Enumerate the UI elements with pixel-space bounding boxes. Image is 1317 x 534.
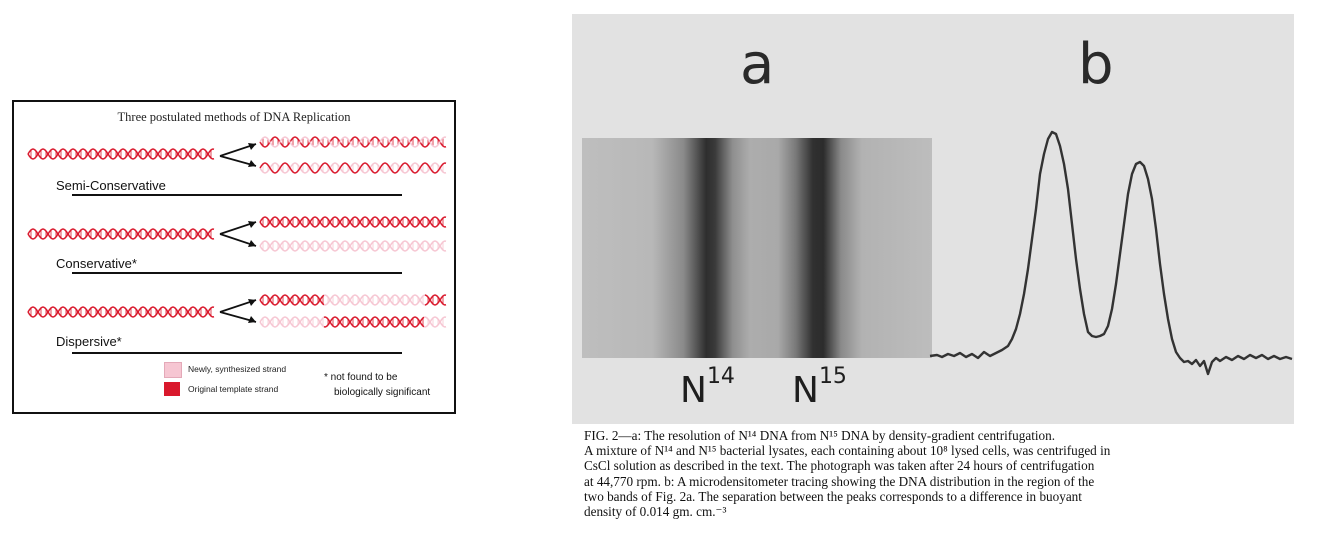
diagram-title: Three postulated methods of DNA Replicat… [117,110,351,124]
band-photograph [582,138,932,358]
isotope-letter: N [792,370,819,411]
conservative-illustration [27,216,447,252]
divider [72,272,402,274]
band-label-n14: N14 [680,364,735,411]
legend-swatch-original-strand [164,382,180,396]
daughter-helix-top [259,294,447,306]
figure-caption: FIG. 2—a: The resolution of N¹⁴ DNA from… [584,428,1304,519]
dispersive-illustration [27,294,447,328]
footnote-line-2: biologically significant [334,387,431,398]
parent-helix [27,148,215,160]
divider [72,352,402,354]
caption-line: density of 0.014 gm. cm.⁻³ [584,504,727,520]
panel-label-b: b [1078,32,1114,97]
legend-label-original-strand: Original template strand [188,384,279,394]
densitometer-trace [929,130,1293,376]
daughter-helix-top [259,216,447,228]
daughter-helix-bottom [259,240,447,252]
legend-label-new-strand: Newly, synthesized strand [188,364,287,374]
isotope-mass: 14 [706,364,735,389]
daughter-helix-bottom [259,316,447,328]
dna-replication-diagram: Three postulated methods of DNA Replicat… [12,100,456,414]
centrifugation-figure: a b N14 N15 [572,14,1294,424]
daughter-helix-top [259,136,447,148]
caption-line: FIG. 2—a: The resolution of N¹⁴ DNA from… [584,428,1056,443]
arrow-icon [219,221,257,247]
footnote-line-1: * not found to be [324,372,398,383]
parent-helix [27,306,215,318]
footnote: * not found to be biologically significa… [324,370,454,400]
caption-line: CsCl solution as described in the text. … [584,458,1095,474]
legend-swatch-new-strand [164,362,182,378]
method-label-dispersive: Dispersive* [56,334,122,349]
divider [72,194,402,196]
parent-helix [27,228,215,240]
arrow-icon [219,299,257,323]
semi-conservative-illustration [27,136,447,174]
band-label-n15: N15 [792,364,847,411]
isotope-letter: N [680,370,707,411]
caption-line: two bands of Fig. 2a. The separation bet… [584,488,1082,504]
arrow-icon [219,143,257,167]
method-label-semi-conservative: Semi-Conservative [56,178,166,193]
isotope-mass: 15 [818,364,847,389]
caption-line: at 44,770 rpm. b: A microdensitometer tr… [584,473,1095,489]
panel-label-a: a [740,32,775,97]
method-label-conservative: Conservative* [56,256,137,271]
caption-line: A mixture of N¹⁴ and N¹⁵ bacterial lysat… [584,443,1111,459]
daughter-helix-bottom [259,162,447,174]
